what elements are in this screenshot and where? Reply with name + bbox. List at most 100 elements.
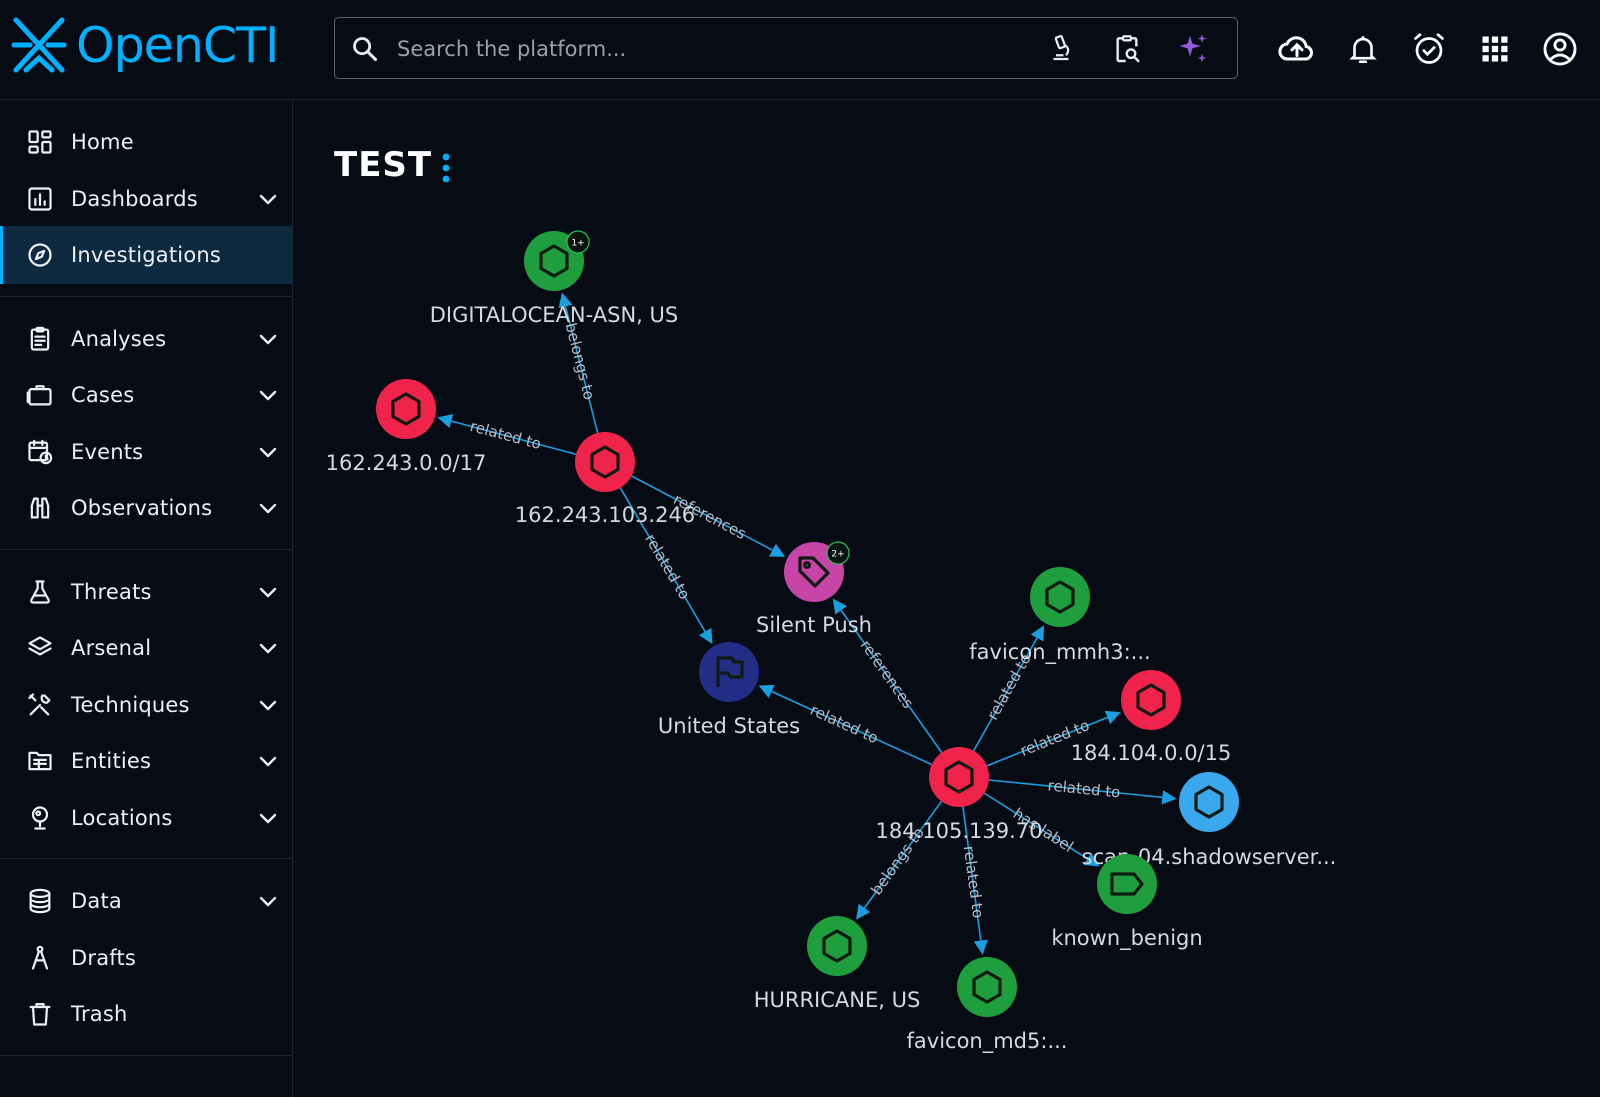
- sidebar-divider: [0, 549, 292, 550]
- cloud-upload-icon[interactable]: [1276, 28, 1318, 70]
- graph-node-net-184[interactable]: 184.104.0.0/15: [1071, 670, 1232, 765]
- search-icon: [353, 37, 378, 62]
- opencti-logo-icon: [11, 17, 67, 73]
- graph-node-label: 184.104.0.0/15: [1071, 741, 1232, 765]
- app-name: OpenCTI: [76, 16, 279, 74]
- chevron-down-icon[interactable]: [256, 580, 280, 604]
- flask-icon: [30, 580, 50, 604]
- search-input[interactable]: [395, 26, 1039, 72]
- chevron-down-icon[interactable]: [256, 383, 280, 407]
- sidebar-item-threats[interactable]: Threats: [0, 563, 292, 621]
- microscope-icon[interactable]: [1043, 31, 1079, 67]
- hexagon-icon: [391, 392, 421, 426]
- more-vertical-icon[interactable]: [436, 150, 456, 186]
- label-icon: [1110, 872, 1144, 896]
- hexagon-icon: [1045, 580, 1075, 614]
- sidebar-item-observations[interactable]: Observations: [0, 479, 292, 537]
- graph-node-fav-mmh3[interactable]: favicon_mmh3:...: [969, 567, 1151, 665]
- chevron-down-icon[interactable]: [256, 806, 280, 830]
- sidebar-item-events[interactable]: Events: [0, 423, 292, 481]
- graph-edge[interactable]: [832, 598, 943, 753]
- graph-node-silent[interactable]: 2+Silent Push: [756, 541, 872, 637]
- graph-edge[interactable]: [986, 710, 1121, 767]
- graph-edge[interactable]: [962, 806, 988, 955]
- graph-node-net-162[interactable]: 162.243.0.0/17: [326, 379, 487, 475]
- apps-grid-icon[interactable]: [1474, 28, 1516, 70]
- chevron-down-icon[interactable]: [256, 636, 280, 660]
- chevron-down-icon[interactable]: [256, 327, 280, 351]
- chevron-down-icon[interactable]: [256, 440, 280, 464]
- chevron-down-icon[interactable]: [256, 496, 280, 520]
- graph-edge[interactable]: [856, 800, 943, 920]
- sparkles-icon[interactable]: [1175, 31, 1211, 67]
- graph-edge[interactable]: [988, 779, 1177, 805]
- graph-edge[interactable]: [558, 292, 599, 434]
- hexagon-icon: [1136, 683, 1166, 717]
- sidebar-item-arsenal[interactable]: Arsenal: [0, 619, 292, 677]
- graph-node-ip-184[interactable]: 184.105.139.70: [876, 747, 1043, 843]
- clipboard-search-icon[interactable]: [1109, 31, 1145, 67]
- sidebar-item-analyses[interactable]: Analyses: [0, 310, 292, 368]
- sidebar-item-locations[interactable]: Locations: [0, 789, 292, 847]
- sidebar-item-label: Home: [71, 130, 134, 154]
- graph-edge[interactable]: [972, 625, 1045, 752]
- chevron-down-icon[interactable]: [256, 693, 280, 717]
- graph-node-fav-md5[interactable]: favicon_md5:...: [907, 957, 1068, 1054]
- chevron-down-icon[interactable]: [256, 889, 280, 913]
- app-logo[interactable]: OpenCTI: [10, 12, 300, 78]
- alarm-check-icon[interactable]: [1408, 28, 1450, 70]
- hexagon-icon: [972, 970, 1002, 1004]
- sidebar-item-drafts[interactable]: Drafts: [0, 929, 292, 987]
- sidebar-item-label: Events: [71, 440, 144, 464]
- graph-edge-label: references: [857, 637, 918, 712]
- chevron-down-icon[interactable]: [256, 187, 280, 211]
- graph-node-label: HURRICANE, US: [754, 988, 921, 1012]
- sidebar-item-techniques[interactable]: Techniques: [0, 676, 292, 734]
- tag-icon: [798, 556, 830, 588]
- top-bar: OpenCTI: [0, 0, 1600, 100]
- graph-edge[interactable]: [758, 684, 933, 766]
- folder-table-icon: [28, 751, 52, 771]
- graph-edge[interactable]: [619, 487, 713, 644]
- graph-node-label: favicon_mmh3:...: [969, 640, 1150, 665]
- sidebar-item-label: Entities: [71, 749, 152, 773]
- sidebar-item-label: Investigations: [71, 243, 222, 267]
- sidebar-divider: [0, 858, 292, 859]
- sidebar-item-label: Drafts: [71, 946, 137, 970]
- graph-edge-label: related to: [1047, 776, 1121, 801]
- compass-icon: [28, 243, 52, 267]
- account-icon[interactable]: [1539, 28, 1581, 70]
- graph-edge-label: belongs to: [562, 321, 599, 402]
- graph-edge[interactable]: [437, 414, 577, 456]
- bell-icon[interactable]: [1342, 28, 1384, 70]
- graph-edge[interactable]: [631, 475, 786, 557]
- sidebar-item-entities[interactable]: Entities: [0, 732, 292, 790]
- sidebar-item-cases[interactable]: Cases: [0, 366, 292, 424]
- graph-node-us[interactable]: United States: [658, 642, 800, 738]
- graph-edge[interactable]: [983, 792, 1100, 867]
- chevron-down-icon[interactable]: [256, 749, 280, 773]
- briefcase-icon: [26, 385, 52, 406]
- layers-icon: [28, 636, 52, 656]
- clipboard-text-icon: [30, 326, 50, 351]
- graph-edge-label: related to: [641, 531, 694, 603]
- search-bar[interactable]: [334, 17, 1238, 79]
- graph-node-label: known_benign: [1051, 926, 1202, 951]
- graph-node-label: 184.105.139.70: [876, 819, 1043, 843]
- sidebar-item-trash[interactable]: Trash: [0, 985, 292, 1043]
- graph-node-ip-162[interactable]: 162.243.103.246: [515, 432, 695, 527]
- graph-node-label: 162.243.0.0/17: [326, 451, 487, 475]
- sidebar-item-data[interactable]: Data: [0, 872, 292, 930]
- graph-node-benign[interactable]: known_benign: [1051, 854, 1203, 951]
- sidebar-item-home[interactable]: Home: [0, 113, 292, 171]
- sidebar-item-dashboards[interactable]: Dashboards: [0, 170, 292, 228]
- graph-node-asn-do[interactable]: 1+DIGITALOCEAN-ASN, US: [430, 230, 678, 327]
- hexagon-icon: [822, 929, 852, 963]
- graph-node-hurricane[interactable]: HURRICANE, US: [754, 916, 921, 1012]
- sidebar-item-investigations[interactable]: Investigations: [0, 226, 292, 284]
- graph-edge-label: related to: [807, 701, 881, 748]
- sidebar-item-label: Locations: [71, 806, 173, 830]
